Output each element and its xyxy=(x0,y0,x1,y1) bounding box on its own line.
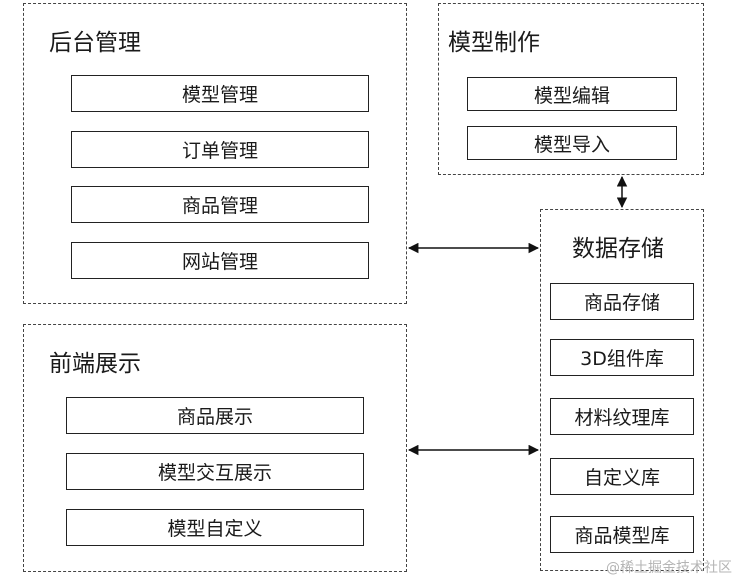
model-editing-box: 模型编辑 xyxy=(467,77,677,111)
order-management-box: 订单管理 xyxy=(71,131,369,168)
watermark: @稀土掘金技术社区 xyxy=(606,560,732,576)
material-texture-library-box: 材料纹理库 xyxy=(550,398,694,435)
product-model-library-box: 商品模型库 xyxy=(550,516,694,553)
model-import-box: 模型导入 xyxy=(467,126,677,160)
model-creation-title: 模型制作 xyxy=(448,30,540,56)
frontend-display-title: 前端展示 xyxy=(49,351,141,377)
backend-management-group: 后台管理 模型管理 订单管理 商品管理 网站管理 xyxy=(23,3,407,304)
custom-library-box: 自定义库 xyxy=(550,458,694,495)
website-management-box: 网站管理 xyxy=(71,242,369,279)
model-customization-box: 模型自定义 xyxy=(66,509,364,546)
product-management-box: 商品管理 xyxy=(71,186,369,223)
3d-component-library-box: 3D组件库 xyxy=(550,339,694,376)
product-display-box: 商品展示 xyxy=(66,397,364,434)
frontend-display-group: 前端展示 商品展示 模型交互展示 模型自定义 xyxy=(23,324,407,572)
model-creation-group: 模型制作 模型编辑 模型导入 xyxy=(438,3,704,175)
model-management-box: 模型管理 xyxy=(71,75,369,112)
data-storage-title: 数据存储 xyxy=(572,236,664,262)
model-interactive-display-box: 模型交互展示 xyxy=(66,453,364,490)
backend-management-title: 后台管理 xyxy=(49,30,141,56)
product-storage-box: 商品存储 xyxy=(550,283,694,320)
data-storage-group: 数据存储 商品存储 3D组件库 材料纹理库 自定义库 商品模型库 xyxy=(540,209,704,571)
